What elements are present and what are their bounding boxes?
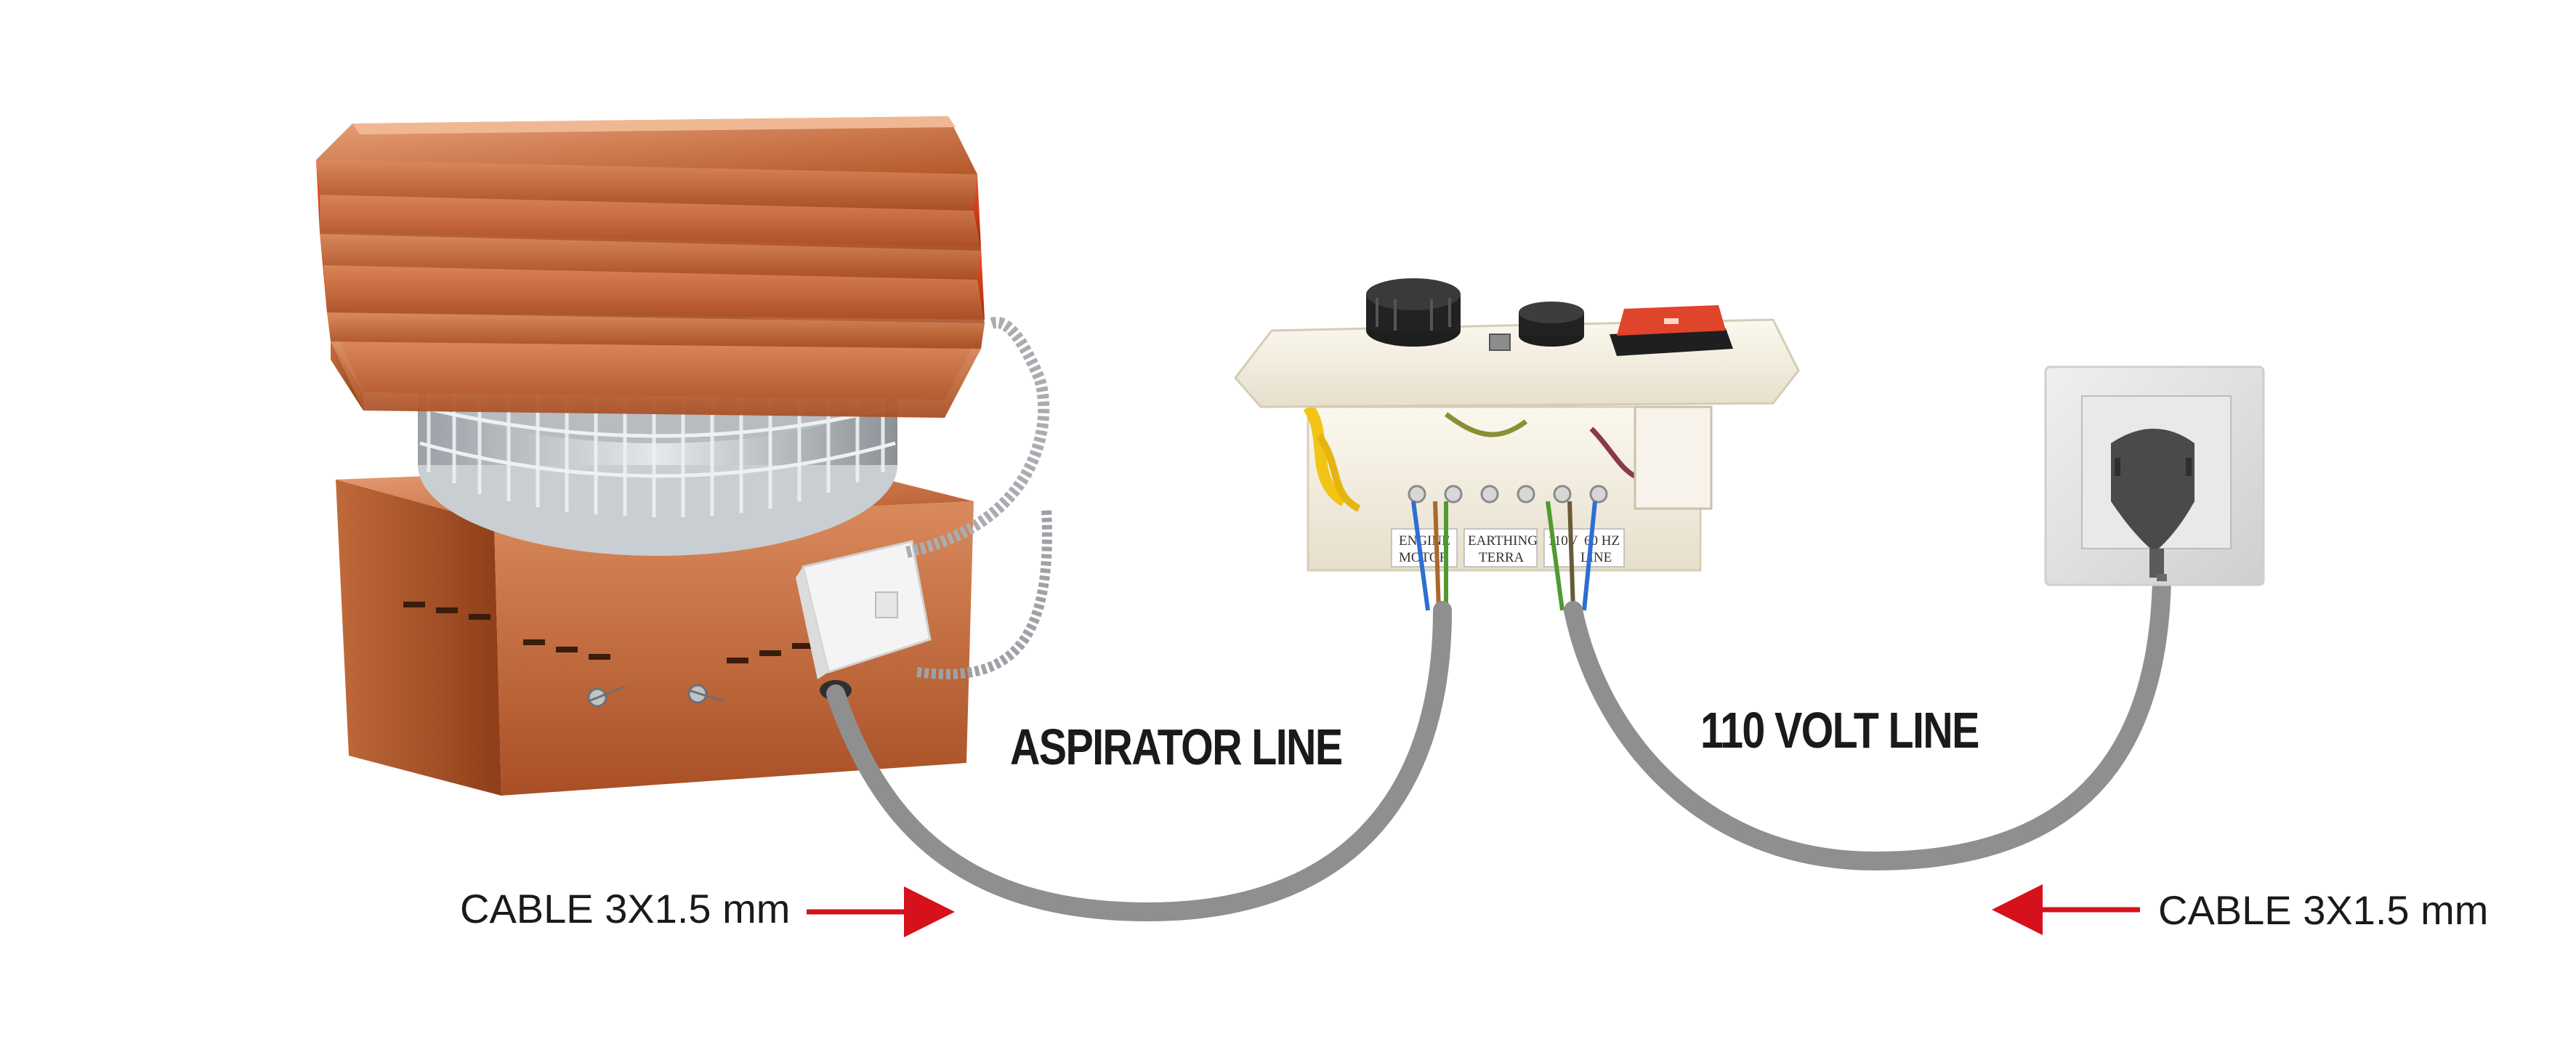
aspirator-line-label: ASPIRATOR LINE — [1010, 719, 1343, 775]
chimney-aspirator — [316, 116, 1052, 796]
cable-spec-right-label: CABLE 3X1.5 mm — [2158, 887, 2489, 933]
terminal-line-label: LINE — [1580, 550, 1612, 565]
mains-cable — [1564, 543, 2172, 871]
speed-knob — [1366, 278, 1461, 347]
control-panel: ENGINE MOTOR EARTHING TERRA 110V 60 HZ L… — [1234, 278, 1800, 611]
mains-plug — [2111, 429, 2195, 581]
motor-wires — [1411, 501, 1448, 611]
cable-spec-left-label: CABLE 3X1.5 mm — [460, 886, 791, 931]
power-switch — [1610, 305, 1733, 356]
thermostat-knob — [1519, 302, 1584, 347]
indicator-lamp — [1489, 334, 1511, 351]
flexible-conduit — [905, 317, 1050, 558]
line-wires — [1546, 501, 1597, 611]
wall-socket — [2044, 365, 2265, 586]
aspirator-junction-box — [796, 540, 932, 700]
aspirator-louvre-roof — [316, 116, 985, 418]
terminal-engine-label: ENGINE — [1399, 533, 1450, 549]
aspirator-cable — [826, 601, 1452, 922]
volt-line-label: 110 VOLT LINE — [1700, 702, 1979, 759]
terminal-earthing-label: EARTHING — [1468, 533, 1538, 549]
terminal-terra-label: TERRA — [1479, 550, 1525, 565]
